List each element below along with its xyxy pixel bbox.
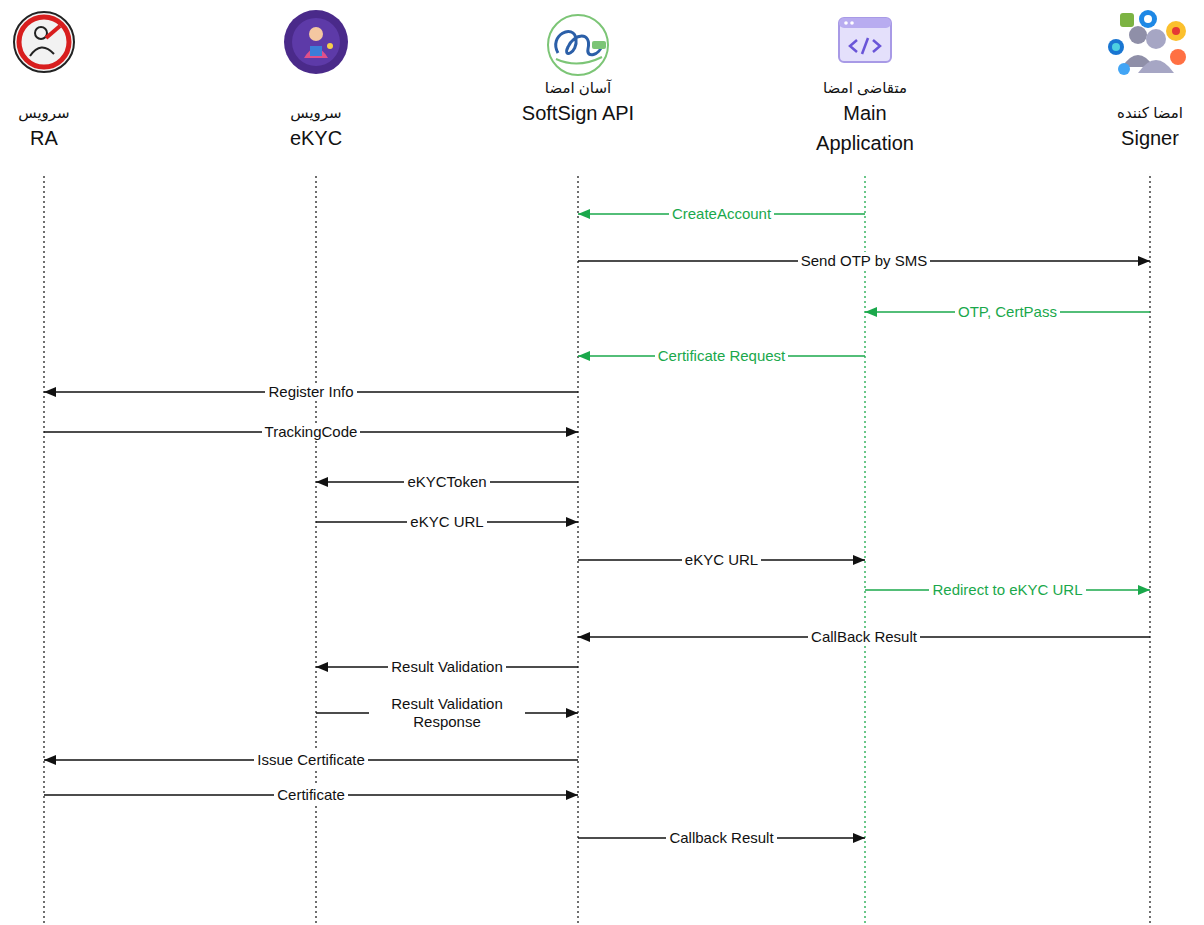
participant-name-fa: متقاضی امضا: [795, 78, 935, 98]
message-label: Register Info: [265, 383, 356, 401]
participant-name-fa: سرویس: [290, 103, 342, 123]
participant-name: Main Application: [795, 98, 935, 158]
message-label: Redirect to eKYC URL: [929, 581, 1085, 599]
participant-header: متقاضی امضاMain Application: [795, 78, 935, 158]
lifeline: [864, 176, 865, 925]
message-label: eKYCToken: [404, 473, 489, 491]
participant-name: eKYC: [290, 123, 342, 153]
participant-header: آسان امضاSoftSign API: [522, 78, 634, 128]
participant-name-fa: آسان امضا: [522, 78, 634, 98]
application-icon: [839, 18, 891, 62]
signer-icon: [1108, 10, 1186, 75]
lifeline: [577, 176, 578, 925]
message-label: Result Validation: [388, 658, 505, 676]
message-label: Result Validation Response: [369, 695, 525, 731]
message-label: Send OTP by SMS: [798, 252, 930, 270]
message-label: Callback Result: [666, 829, 776, 847]
lifeline: [1149, 176, 1150, 925]
participant-name: SoftSign API: [522, 98, 634, 128]
softsign-logo: [548, 15, 608, 75]
message-label: OTP, CertPass: [955, 303, 1060, 321]
participant-name-fa: امضا کننده: [1117, 103, 1183, 123]
ra-icon: [14, 12, 74, 72]
lifeline: [315, 176, 316, 925]
participant-header: سرویسRA: [18, 103, 69, 153]
participant-name: Signer: [1117, 123, 1183, 153]
lifeline: [43, 176, 44, 925]
message-label: Issue Certificate: [254, 751, 368, 769]
message-label: CreateAccount: [669, 205, 774, 223]
lifelines: [44, 176, 1150, 925]
participant-header: امضا کنندهSigner: [1117, 103, 1183, 153]
message-label: eKYC URL: [682, 551, 761, 569]
participant-header: سرویسeKYC: [290, 103, 342, 153]
message-label: Certificate: [274, 786, 348, 804]
message-label: CallBack Result: [808, 628, 920, 646]
participant-name-fa: سرویس: [18, 103, 69, 123]
ekyc-icon: [284, 10, 348, 74]
message-label: eKYC URL: [407, 513, 486, 531]
participant-name: RA: [18, 123, 69, 153]
message-label: Certificate Request: [655, 347, 789, 365]
message-label: TrackingCode: [262, 423, 361, 441]
